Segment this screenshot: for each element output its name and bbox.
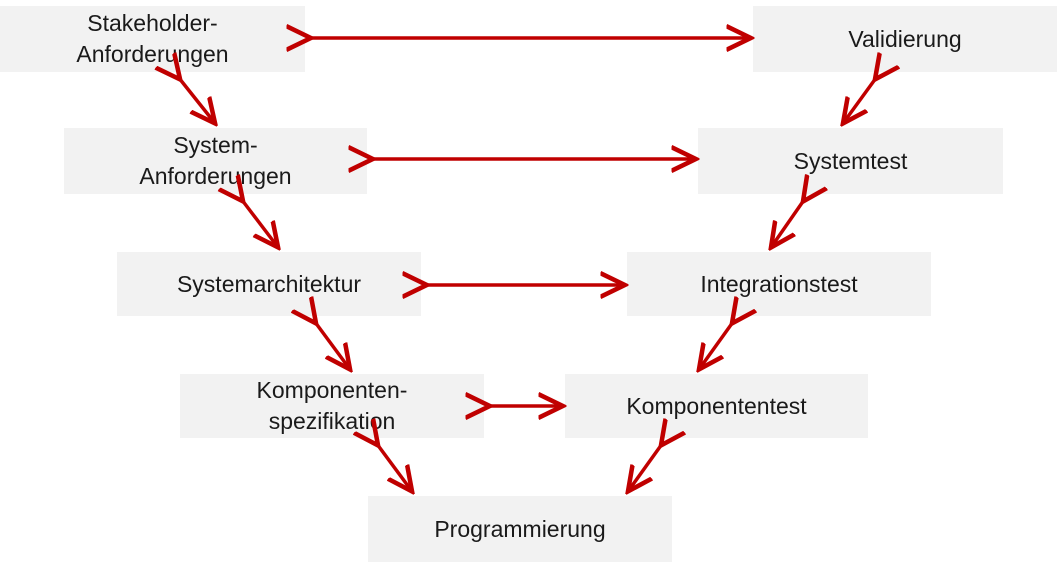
node-system-test: Systemtest	[698, 128, 1003, 194]
node-label: Integrationstest	[700, 270, 858, 297]
node-label: Validierung	[848, 25, 962, 52]
arrow-validation-systemtest	[844, 78, 876, 122]
node-stakeholder-requirements: Stakeholder- Anforderungen	[0, 6, 305, 72]
arrow-integration-comptest	[700, 322, 733, 368]
node-label: Systemarchitektur	[176, 270, 362, 297]
node-label: Programmierung	[434, 515, 606, 542]
node-programming: Programmierung	[368, 496, 672, 562]
node-system-architecture: Systemarchitektur	[117, 252, 421, 316]
arrow-architecture-compspec	[315, 322, 349, 368]
node-component-specification: Komponenten- spezifikation	[180, 374, 484, 438]
arrow-compspec-programming	[377, 444, 411, 490]
node-integration-test: Integrationstest	[627, 252, 931, 316]
node-label: Systemtest	[793, 147, 908, 174]
node-component-test: Komponententest	[565, 374, 868, 438]
node-validation: Validierung	[753, 6, 1057, 72]
arrow-systemtest-integration	[772, 200, 804, 246]
node-label: Komponententest	[626, 392, 807, 419]
arrow-sysreq-architecture	[242, 200, 277, 246]
arrow-stakeholder-sysreq	[179, 78, 214, 122]
arrow-comptest-programming	[629, 444, 662, 490]
